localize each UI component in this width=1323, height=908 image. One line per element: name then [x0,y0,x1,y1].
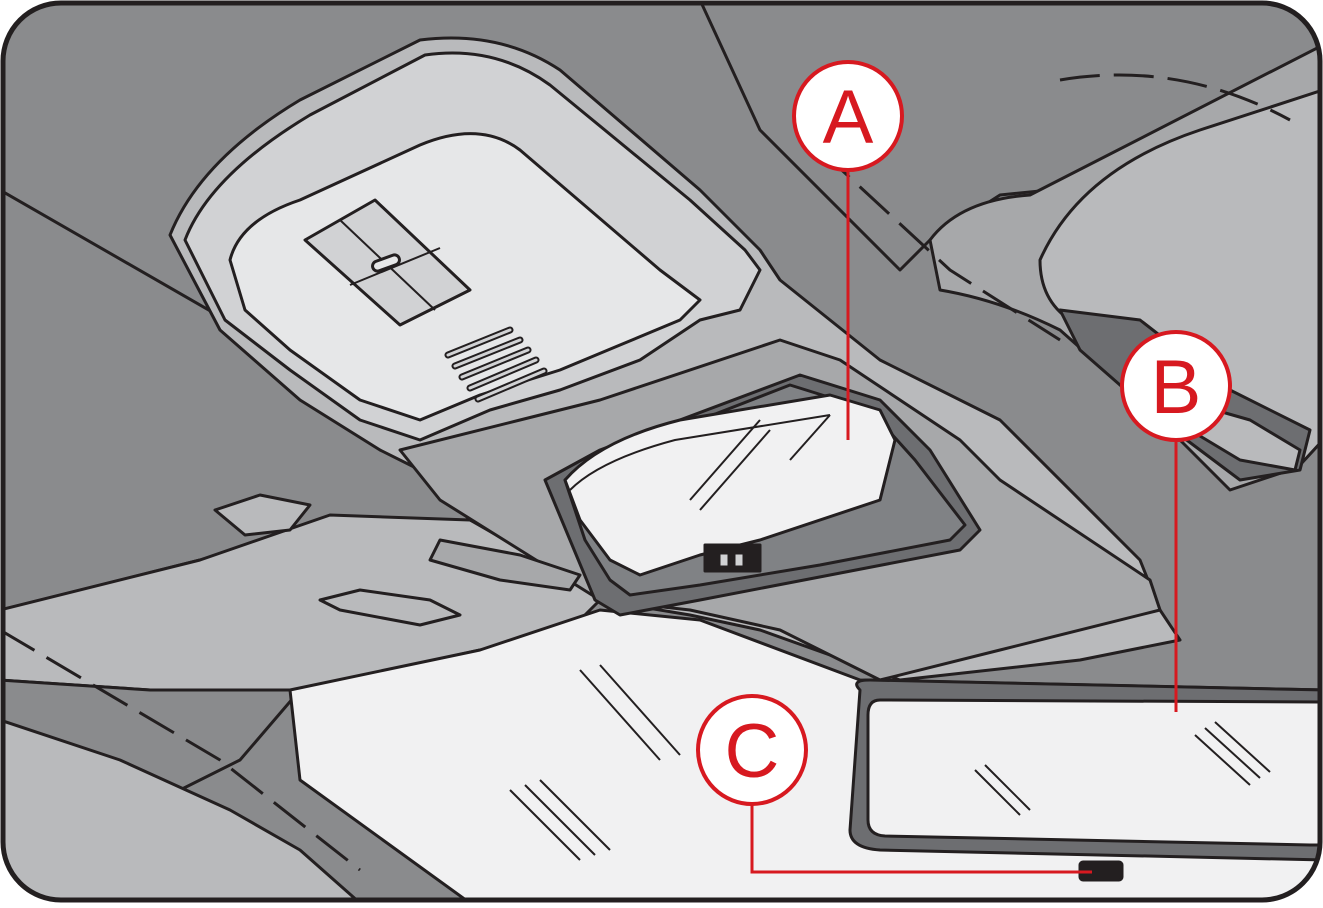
callout-c: C [698,696,806,804]
callout-a: A [794,62,902,170]
callout-c-label: C [725,709,780,794]
callout-b-label: B [1151,345,1202,430]
holder-latch[interactable] [705,545,760,571]
callout-b: B [1122,332,1230,440]
callout-a-label: A [823,75,874,160]
